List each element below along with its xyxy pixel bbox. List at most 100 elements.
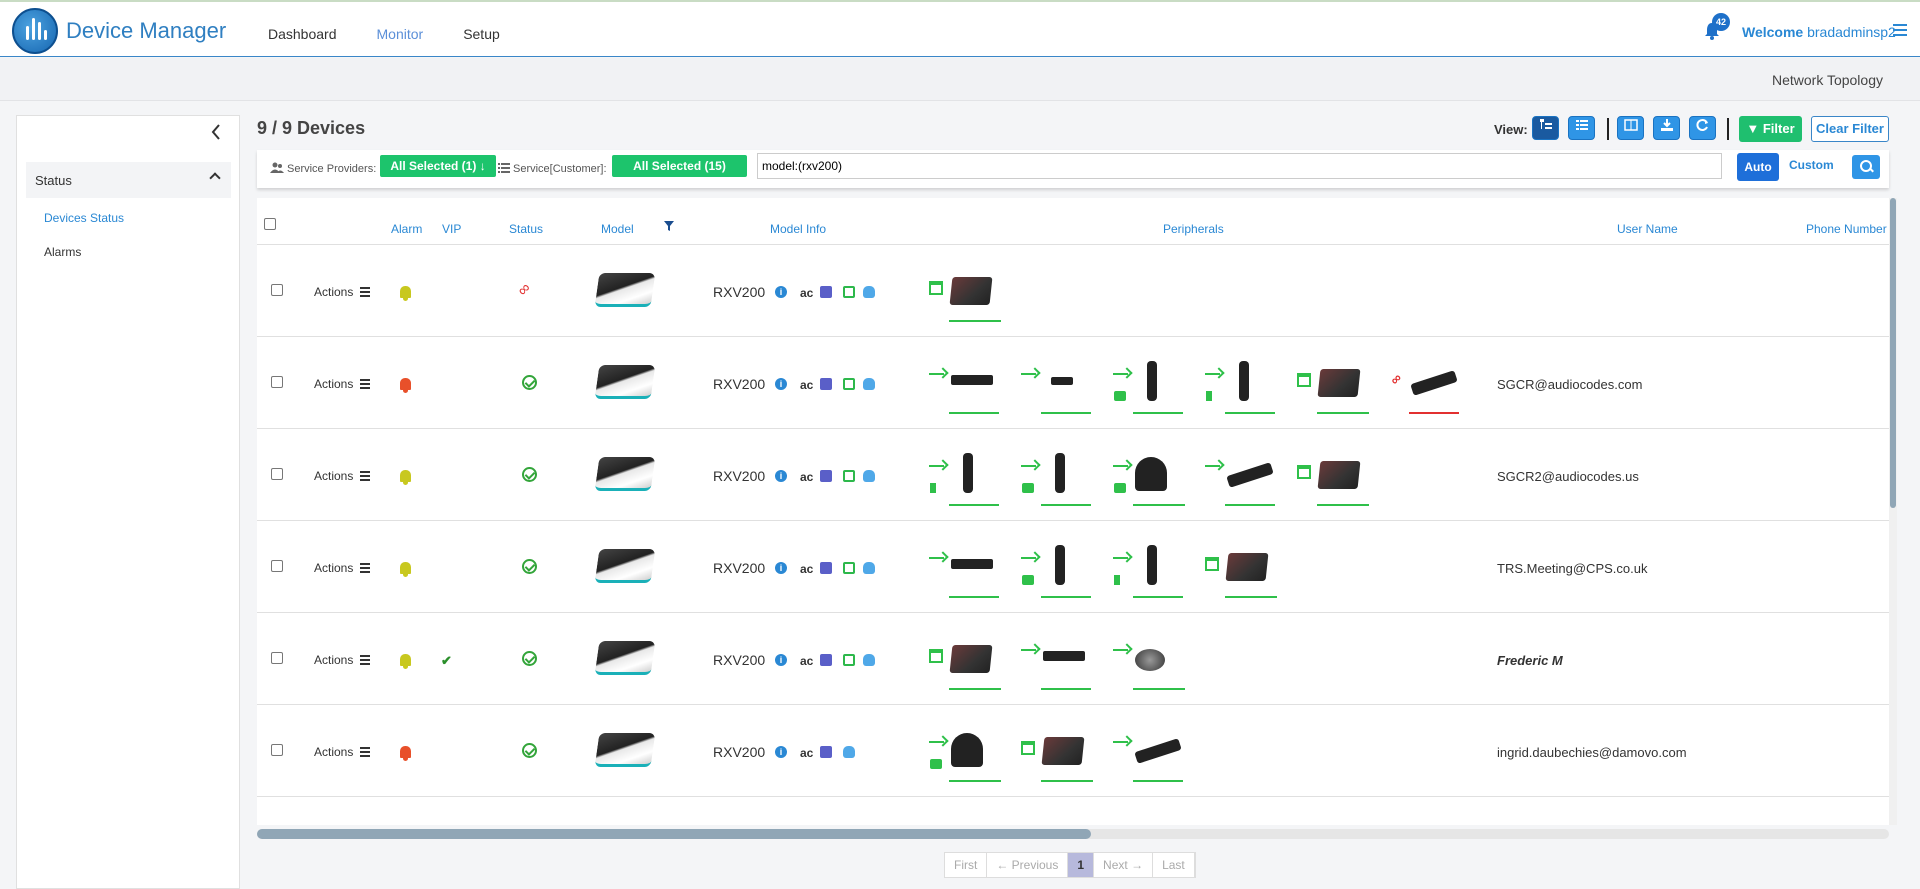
connection-status-icon[interactable] — [863, 654, 875, 666]
info-icon[interactable]: i — [775, 746, 787, 758]
actions-menu[interactable]: Actions — [314, 653, 371, 667]
col-peripherals[interactable]: Peripherals — [1163, 222, 1224, 236]
clear-filter-button[interactable]: Clear Filter — [1811, 116, 1889, 142]
row-checkbox[interactable] — [271, 744, 283, 756]
peripheral-device[interactable] — [929, 633, 1009, 691]
teams-icon[interactable] — [820, 562, 832, 574]
alarm-bell-icon[interactable] — [400, 378, 411, 393]
peripheral-device[interactable] — [1021, 449, 1101, 507]
vertical-scroll-thumb[interactable] — [1890, 198, 1896, 508]
row-checkbox[interactable] — [271, 376, 283, 388]
col-model-info[interactable]: Model Info — [770, 222, 827, 236]
col-vip[interactable]: VIP — [442, 222, 462, 236]
col-phone-number[interactable]: Phone Number — [1806, 222, 1887, 236]
list-view-button[interactable] — [1568, 116, 1595, 140]
alarm-bell-icon[interactable] — [400, 562, 411, 577]
peripheral-device[interactable] — [1021, 357, 1101, 415]
page-last-button[interactable]: Last — [1153, 853, 1195, 877]
row-checkbox[interactable] — [271, 468, 283, 480]
peripheral-device[interactable] — [1297, 449, 1377, 507]
alarm-bell-icon[interactable] — [400, 470, 411, 485]
info-icon[interactable]: i — [775, 286, 787, 298]
row-checkbox[interactable] — [271, 284, 283, 296]
info-icon[interactable]: i — [775, 562, 787, 574]
horizontal-scrollbar[interactable] — [257, 829, 1889, 839]
screen-share-icon[interactable] — [843, 470, 855, 482]
info-icon[interactable]: i — [775, 654, 787, 666]
sidebar-item-devices-status[interactable]: Devices Status — [44, 211, 125, 225]
network-topology-link[interactable]: Network Topology — [1771, 72, 1883, 88]
collapse-sidebar-icon[interactable] — [211, 124, 221, 140]
screen-share-icon[interactable] — [843, 562, 855, 574]
actions-menu[interactable]: Actions — [314, 745, 371, 759]
peripheral-device[interactable] — [1113, 449, 1193, 507]
connection-status-icon[interactable] — [863, 470, 875, 482]
alarm-bell-icon[interactable] — [400, 654, 411, 669]
col-user-name[interactable]: User Name — [1617, 222, 1678, 236]
peripheral-device[interactable] — [1113, 541, 1193, 599]
info-icon[interactable]: i — [775, 378, 787, 390]
row-checkbox[interactable] — [271, 560, 283, 572]
peripheral-device[interactable] — [929, 541, 1009, 599]
peripheral-device[interactable] — [929, 357, 1009, 415]
row-checkbox[interactable] — [271, 652, 283, 664]
peripheral-device[interactable] — [1297, 357, 1377, 415]
peripheral-device[interactable] — [1113, 725, 1193, 783]
audiocodes-icon[interactable]: ac — [800, 654, 814, 668]
auto-mode-button[interactable]: Auto — [1737, 153, 1779, 181]
custom-mode-button[interactable]: Custom — [1789, 158, 1834, 172]
teams-icon[interactable] — [820, 470, 832, 482]
peripheral-device[interactable] — [1021, 541, 1101, 599]
audiocodes-icon[interactable]: ac — [800, 470, 814, 484]
audiocodes-icon[interactable]: ac — [800, 286, 814, 300]
peripheral-device[interactable] — [1021, 725, 1101, 783]
welcome-user[interactable]: Welcome bradadminsp2 — [1742, 24, 1896, 40]
horizontal-scroll-thumb[interactable] — [257, 829, 1091, 839]
info-icon[interactable]: i — [775, 470, 787, 482]
refresh-button[interactable] — [1689, 116, 1716, 140]
peripheral-device[interactable] — [929, 725, 1009, 783]
alarm-bell-icon[interactable] — [400, 286, 411, 301]
col-status[interactable]: Status — [509, 222, 544, 236]
teams-icon[interactable] — [820, 378, 832, 390]
screen-share-icon[interactable] — [843, 654, 855, 666]
actions-menu[interactable]: Actions — [314, 285, 371, 299]
peripheral-device[interactable]: ∞ — [1386, 357, 1469, 415]
connection-status-icon[interactable] — [843, 746, 855, 758]
user-menu-icon[interactable] — [1893, 24, 1907, 39]
peripheral-device[interactable] — [929, 265, 1009, 323]
page-current[interactable]: 1 — [1068, 853, 1095, 877]
export-button[interactable] — [1653, 116, 1680, 140]
connection-status-icon[interactable] — [863, 286, 875, 298]
service-customer-dropdown[interactable]: All Selected (15) — [612, 155, 747, 177]
peripheral-device[interactable] — [1113, 357, 1193, 415]
actions-menu[interactable]: Actions — [314, 561, 371, 575]
peripheral-device[interactable] — [929, 449, 1009, 507]
sidebar-section-status[interactable]: Status — [26, 162, 231, 198]
teams-icon[interactable] — [820, 746, 832, 758]
page-previous-button[interactable]: ← Previous — [987, 853, 1069, 877]
tree-view-button[interactable] — [1532, 116, 1559, 140]
connection-status-icon[interactable] — [863, 378, 875, 390]
select-all-checkbox[interactable] — [264, 218, 276, 230]
page-next-button[interactable]: Next → — [1094, 853, 1154, 877]
col-alarm[interactable]: Alarm — [391, 222, 423, 236]
vertical-scrollbar[interactable] — [1889, 198, 1897, 825]
filter-query-input[interactable] — [757, 153, 1722, 179]
actions-menu[interactable]: Actions — [314, 469, 371, 483]
audiocodes-icon[interactable]: ac — [800, 746, 814, 760]
peripheral-device[interactable] — [1021, 633, 1101, 691]
nav-dashboard[interactable]: Dashboard — [268, 26, 337, 42]
teams-icon[interactable] — [820, 286, 832, 298]
page-first-button[interactable]: First — [945, 853, 988, 877]
nav-monitor[interactable]: Monitor — [376, 26, 424, 42]
screen-share-icon[interactable] — [843, 286, 855, 298]
teams-icon[interactable] — [820, 654, 832, 666]
peripheral-device[interactable] — [1205, 541, 1285, 599]
audiocodes-icon[interactable]: ac — [800, 378, 814, 392]
